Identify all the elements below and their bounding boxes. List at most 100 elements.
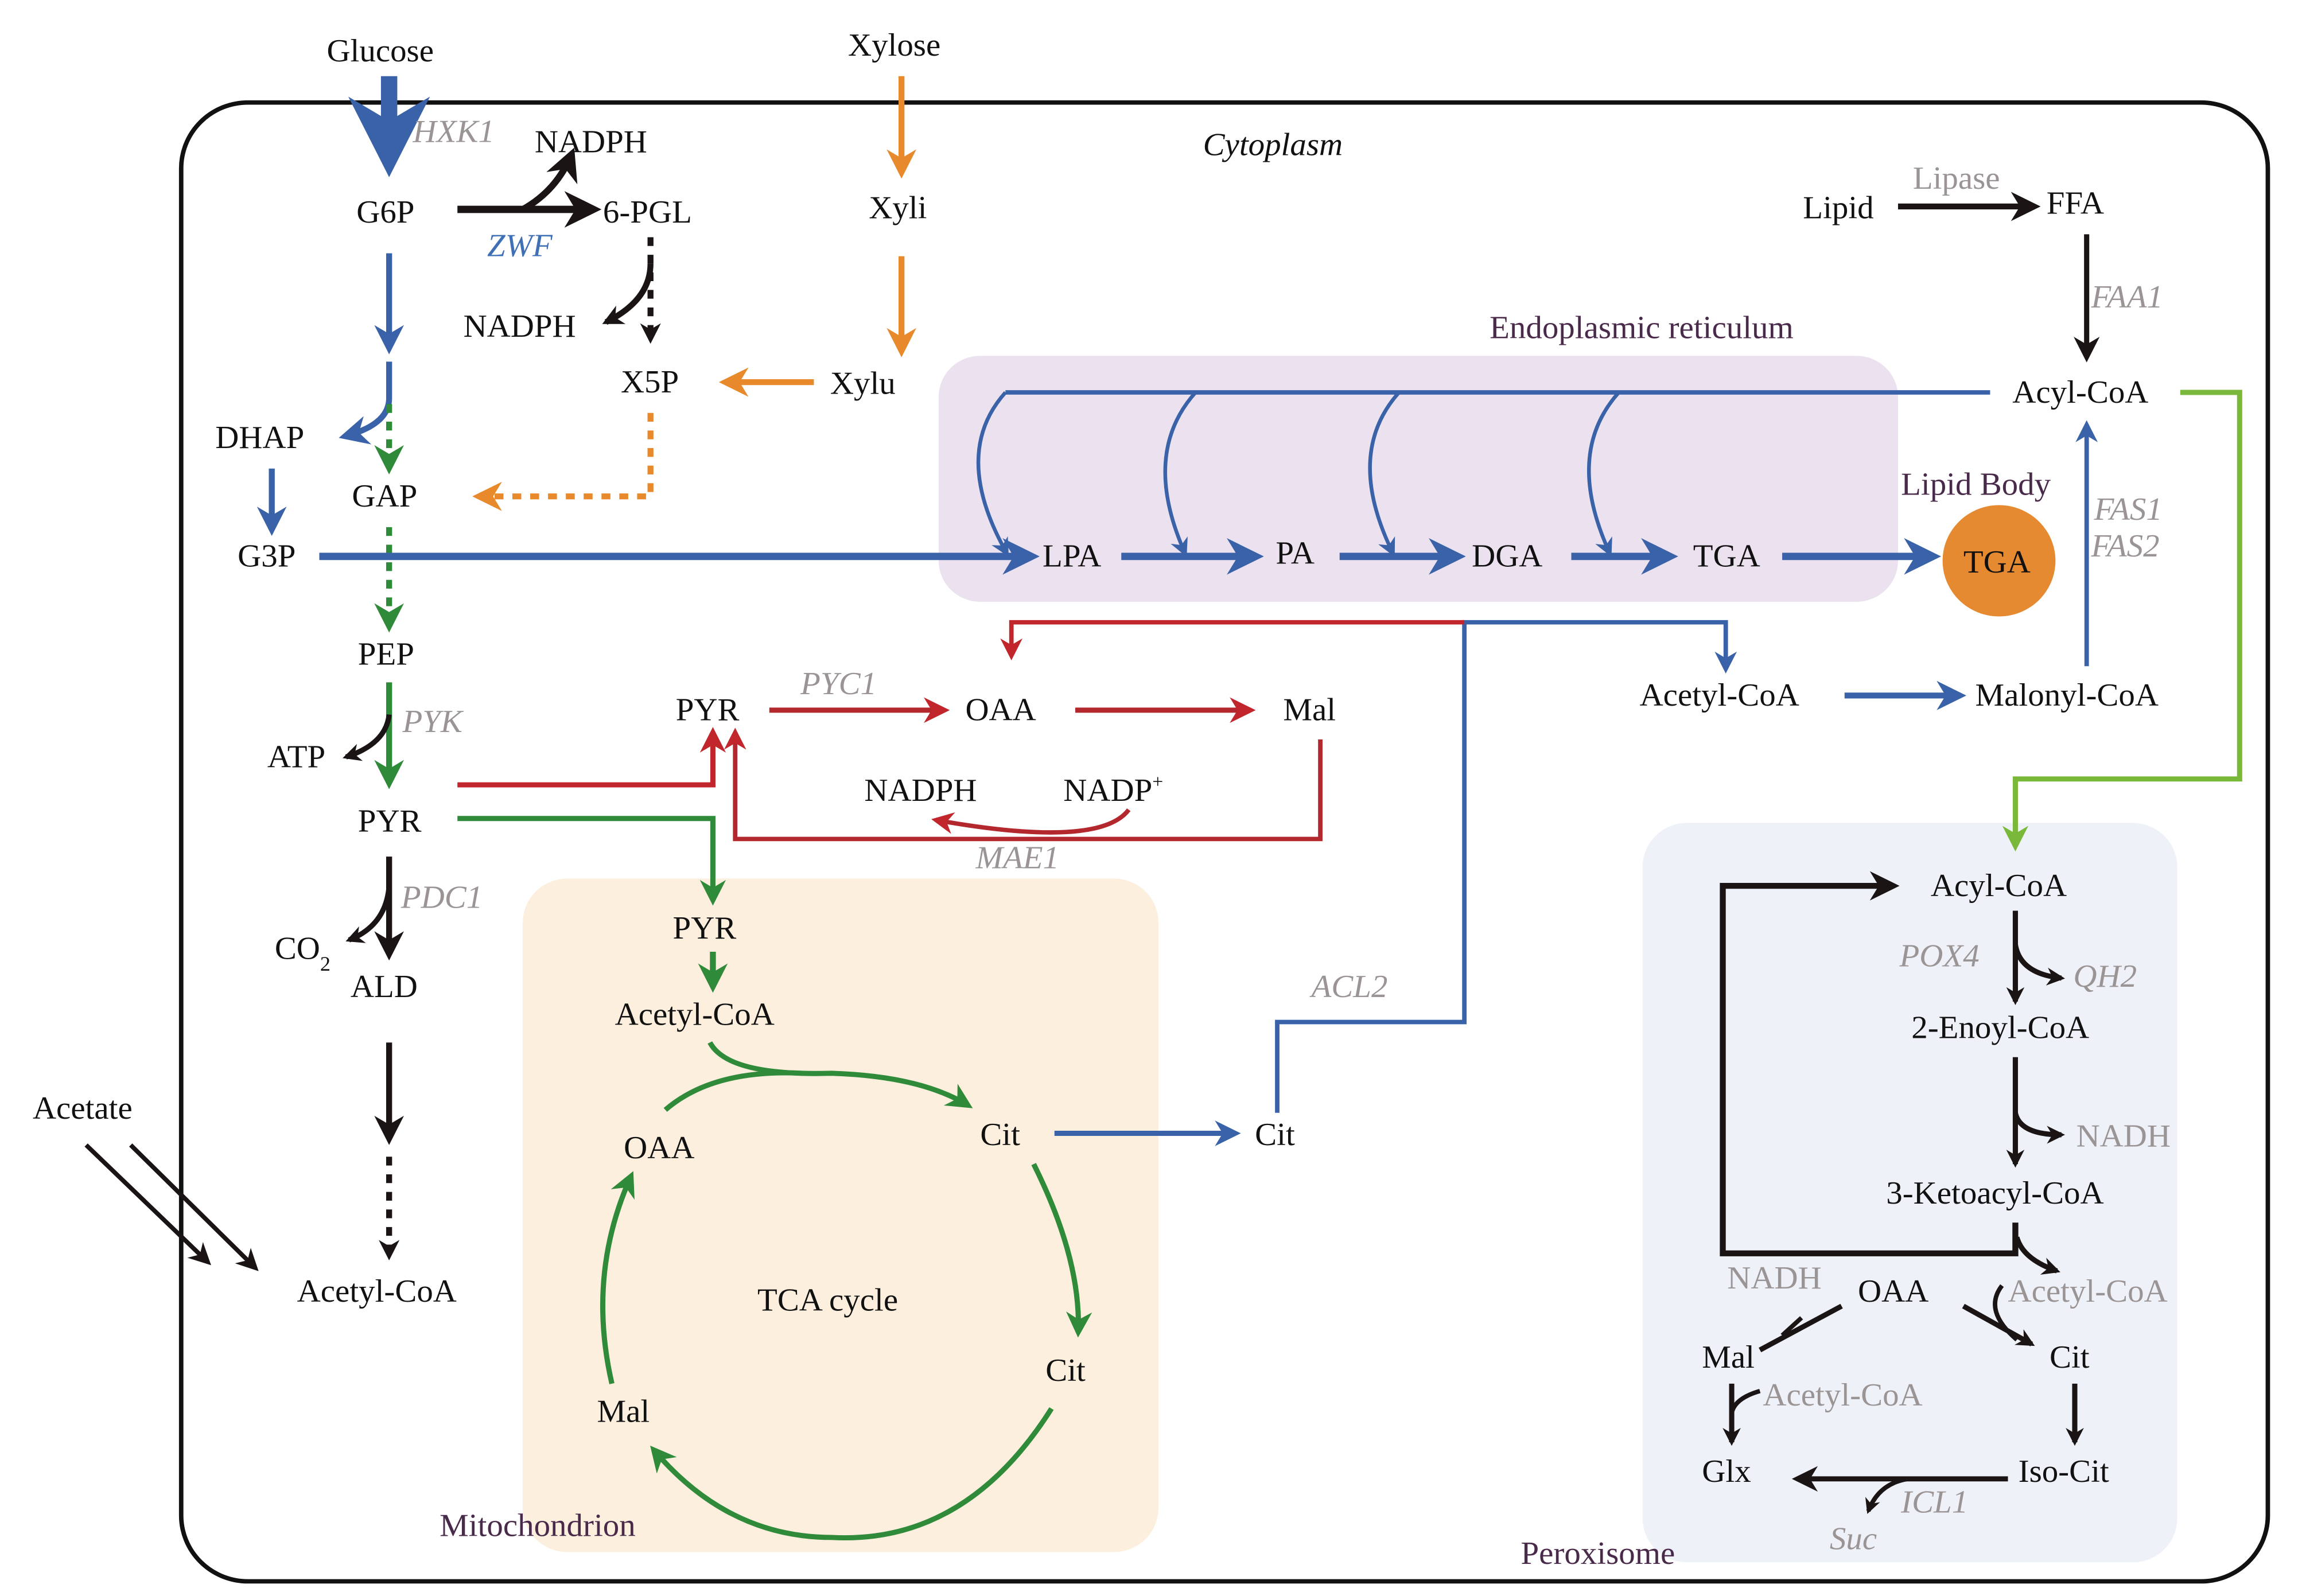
dhap-label: DHAP (215, 420, 304, 456)
nadph-top-label: NADPH (535, 124, 647, 160)
nadh-right-label: NADH (2077, 1119, 2171, 1154)
arrow-cit-mal (650, 1407, 1054, 1541)
arrow-cit-acetylcoa-cyto (1275, 620, 1737, 1113)
glucose-label: Glucose (326, 34, 434, 69)
qh2-label: QH2 (2073, 959, 2137, 995)
arrow-acetate-2 (129, 1143, 259, 1271)
arrow-nadh-tick (1780, 1316, 1803, 1337)
gene-fas1: FAS1 (2094, 492, 2163, 527)
arrow-acetylcoa-tick (1729, 1389, 1761, 1414)
arrow-to-oaa-red (1000, 620, 1465, 661)
arc-to-tga (1587, 391, 1620, 557)
mito-cit-bottom-label: Cit (1045, 1353, 1086, 1388)
perox-oaa-label: OAA (1858, 1274, 1929, 1309)
arrow-icl1-suc (1865, 1477, 1909, 1514)
tga-label: TGA (1693, 539, 1760, 574)
xylose-label: Xylose (848, 28, 940, 63)
gene-fas2: FAS2 (2090, 528, 2159, 564)
arrow-zwf-nadph (521, 147, 578, 212)
perox-nadh-left-label: NADH (1727, 1260, 1821, 1296)
arrow-pox4-qh2 (2012, 944, 2065, 986)
tca-cycle-label: TCA cycle (757, 1283, 898, 1318)
lipid-label: Lipid (1803, 190, 1873, 226)
perox-acylcoa-label: Acyl-CoA (1931, 868, 2067, 904)
gene-zwf: ZWF (487, 228, 553, 264)
cyto-cit-label: Cit (1255, 1117, 1295, 1153)
perox-mal-label: Mal (1702, 1340, 1755, 1375)
xylu-label: Xylu (830, 366, 896, 402)
perox-cit-label: Cit (2050, 1340, 2090, 1375)
arrow-pyr-to-pyr-red (457, 727, 726, 788)
pyr-label: PYR (358, 804, 422, 839)
enoylcoa-label: 2-Enoyl-CoA (1911, 1010, 2089, 1046)
6pgl-label: 6-PGL (603, 194, 692, 230)
arrow-acylcoa-peroxisome (2002, 390, 2242, 852)
nadph-malic-label: NADPH (864, 773, 977, 808)
nadph-mid-label: NADPH (464, 309, 576, 344)
nadp-text: NADP (1063, 773, 1152, 808)
nadp-superscript: + (1152, 771, 1163, 792)
gene-pyk: PYK (402, 704, 464, 739)
peroxisome-label: Peroxisome (1521, 1536, 1675, 1571)
arrow-cit-cit (1031, 1163, 1092, 1338)
gap-label: GAP (352, 478, 417, 514)
acylcoa-cyto-label: Acyl-CoA (2012, 375, 2148, 410)
arrow-acetate-1 (84, 1143, 211, 1266)
atp-label: ATP (267, 739, 325, 775)
lipid-body-label: Lipid Body (1901, 467, 2051, 503)
lipid-body (1942, 505, 2056, 617)
suc-label: Suc (1830, 1521, 1877, 1557)
gene-icl1: ICL1 (1900, 1485, 1968, 1520)
arrow-6pgl-nadph (602, 263, 654, 325)
x5p-label: X5P (621, 364, 679, 400)
mito-mal-label: Mal (597, 1394, 650, 1430)
arrow-pyr-to-mito (457, 816, 726, 906)
isocit-label: Iso-Cit (2019, 1454, 2109, 1489)
arrow-oaa-cit-perox (1962, 1303, 2035, 1346)
perox-acetylcoa-out-label: Acetyl-CoA (2008, 1274, 2167, 1309)
g3p-label: G3P (238, 539, 295, 574)
gene-lipase: Lipase (1913, 161, 2000, 197)
xyli-label: Xyli (869, 190, 927, 226)
mitochondrion-label: Mitochondrion (440, 1508, 636, 1544)
arrow-to-nadh (2013, 1112, 2066, 1144)
co2-label: CO2 (275, 931, 330, 975)
acetylcoa-er-label: Acetyl-CoA (1640, 678, 1799, 714)
ketoacylcoa-label: 3-Ketoacyl-CoA (1886, 1175, 2104, 1211)
arrow-oaa-mal-perox (1759, 1303, 1843, 1353)
arrow-pyk-atp (343, 714, 392, 761)
arrow-pdc1-co2 (345, 885, 392, 943)
mal-cyto-label: Mal (1283, 692, 1336, 728)
malonylcoa-label: Malonyl-CoA (1976, 678, 2159, 714)
oaa-cyto-label: OAA (965, 692, 1036, 728)
arrow-oaa-cit (663, 1070, 802, 1112)
ald-label: ALD (351, 969, 418, 1005)
arrow-acetylcoa-in-cit (1993, 1284, 2019, 1342)
arrow-acetylcoa-cit (707, 1041, 973, 1108)
cyto-acetylcoa-label: Acetyl-CoA (297, 1274, 457, 1309)
gene-mae1: MAE1 (975, 840, 1059, 876)
gene-acl2: ACL2 (1309, 969, 1388, 1005)
mito-acetylcoa-label: Acetyl-CoA (615, 997, 775, 1033)
arrow-mal-oaa (600, 1171, 635, 1384)
co2-text: CO (275, 931, 320, 967)
gene-faa1: FAA1 (2090, 279, 2163, 315)
mito-oaa-label: OAA (624, 1130, 695, 1166)
perox-acetylcoa-in-label: Acetyl-CoA (1763, 1378, 1922, 1414)
er-label: Endoplasmic reticulum (1490, 310, 1794, 346)
mito-pyr-label: PYR (673, 910, 737, 946)
gene-pox4: POX4 (1899, 939, 1980, 974)
g6p-label: G6P (356, 194, 414, 230)
arc-to-lpa (976, 391, 1009, 557)
mito-cit-top-label: Cit (980, 1117, 1020, 1153)
arrow-mal-pyr (724, 727, 1323, 842)
gene-pyc1: PYC1 (800, 666, 877, 702)
arrow-ketoacyl-acetylcoa (2014, 1236, 2060, 1275)
gene-hxk1: HXK1 (413, 114, 495, 150)
arrow-to-dhap (339, 361, 392, 445)
arc-to-dga (1368, 391, 1401, 557)
peroxisome-compartment (1642, 823, 2177, 1563)
pep-label: PEP (358, 637, 414, 672)
dga-label: DGA (1472, 539, 1543, 574)
